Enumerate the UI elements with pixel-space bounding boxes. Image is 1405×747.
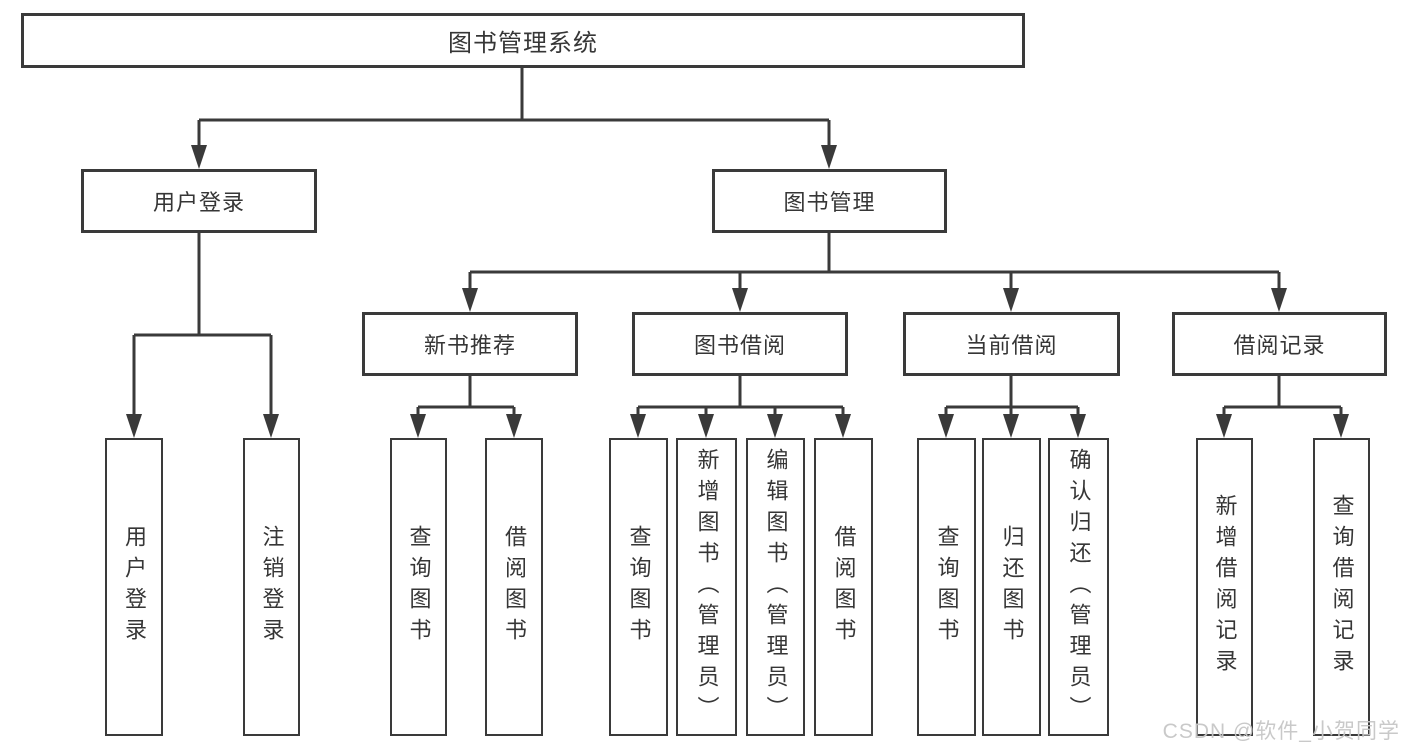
node-label: 图书管理系统 <box>448 30 598 57</box>
leaf-confirm-return-admin: 确认归还（管理员） <box>1048 438 1109 736</box>
csdn-watermark: CSDN @软件_小贺同学 <box>1162 720 1400 743</box>
node-book-management: 图书管理 <box>712 169 947 233</box>
node-label: 查询图书 <box>934 525 960 649</box>
leaf-query-books: 查询图书 <box>609 438 668 736</box>
node-current-borrowing: 当前借阅 <box>903 312 1120 376</box>
leaf-query-books: 查询图书 <box>917 438 976 736</box>
leaf-edit-books-admin: 编辑图书（管理员） <box>746 438 805 736</box>
node-label: 新增借阅记录 <box>1212 494 1238 680</box>
node-label: 查询图书 <box>626 525 652 649</box>
node-label: 编辑图书（管理员） <box>763 447 789 727</box>
node-label: 注销登录 <box>259 525 285 649</box>
leaf-query-borrow-record: 查询借阅记录 <box>1313 438 1370 736</box>
node-label: 借阅图书 <box>502 525 527 649</box>
leaf-return-books: 归还图书 <box>982 438 1041 736</box>
node-label: 确认归还（管理员） <box>1066 447 1092 727</box>
leaf-borrow-books: 借阅图书 <box>485 438 543 736</box>
node-label: 图书借阅 <box>693 333 786 358</box>
leaf-borrow-books: 借阅图书 <box>814 438 873 736</box>
leaf-add-borrow-record: 新增借阅记录 <box>1196 438 1253 736</box>
node-label: 用户登录 <box>152 190 245 215</box>
node-label: 查询借阅记录 <box>1329 494 1355 680</box>
node-book-borrowing: 图书借阅 <box>632 312 848 376</box>
node-label: 图书管理 <box>783 190 876 215</box>
node-new-book-recommendation: 新书推荐 <box>362 312 578 376</box>
node-book-management-system: 图书管理系统 <box>21 13 1025 68</box>
node-label: 借阅记录 <box>1233 333 1326 358</box>
node-label: 新增图书（管理员） <box>694 447 720 727</box>
node-user-login: 用户登录 <box>81 169 317 233</box>
leaf-user-login: 用户登录 <box>105 438 163 736</box>
node-label: 新书推荐 <box>423 333 516 358</box>
node-label: 借阅图书 <box>831 525 857 649</box>
node-label: 归还图书 <box>999 525 1025 649</box>
leaf-add-books-admin: 新增图书（管理员） <box>676 438 737 736</box>
leaf-query-books: 查询图书 <box>390 438 447 736</box>
leaf-logout: 注销登录 <box>243 438 300 736</box>
node-label: 用户登录 <box>122 525 147 649</box>
node-label: 当前借阅 <box>965 333 1058 358</box>
node-borrowing-records: 借阅记录 <box>1172 312 1387 376</box>
node-label: 查询图书 <box>406 525 432 649</box>
